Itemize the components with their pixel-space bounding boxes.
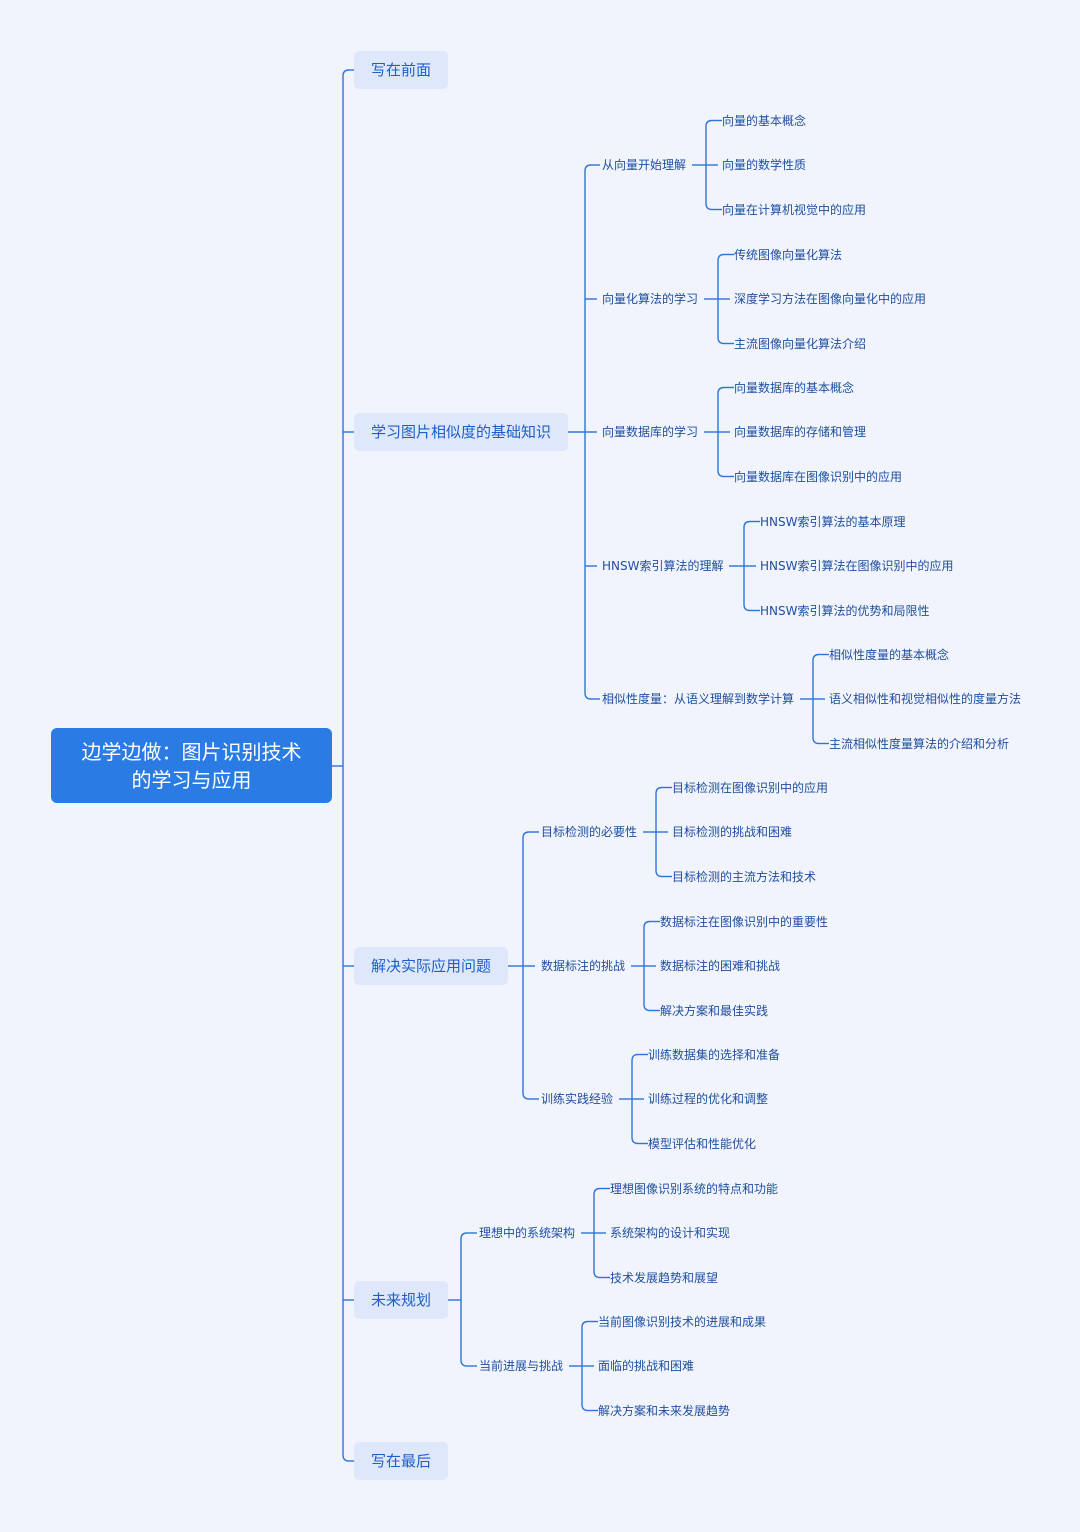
subtopic-2-2[interactable]: 向量化算法的学习 bbox=[602, 292, 699, 306]
subtopic-4-1[interactable]: 理想中的系统架构 bbox=[479, 1226, 576, 1240]
leaf-2-5-1[interactable]: 相似性度量的基本概念 bbox=[829, 647, 950, 662]
leaf-4-2-1[interactable]: 当前图像识别技术的进展和成果 bbox=[598, 1314, 767, 1329]
leaf-2-2-1[interactable]: 传统图像向量化算法 bbox=[734, 247, 843, 262]
leaf-2-2-3[interactable]: 主流图像向量化算法介绍 bbox=[734, 336, 867, 351]
leaf-2-1-2[interactable]: 向量的数学性质 bbox=[722, 158, 807, 172]
subtopic-2-3[interactable]: 向量数据库的学习 bbox=[602, 425, 699, 439]
leaf-2-1-1[interactable]: 向量的基本概念 bbox=[722, 113, 807, 128]
leaf-2-4-1[interactable]: HNSW索引算法的基本原理 bbox=[760, 514, 906, 529]
leaf-2-3-2[interactable]: 向量数据库的存储和管理 bbox=[734, 425, 867, 439]
root-topic[interactable]: 边学边做：图片识别技术 的学习与应用 bbox=[51, 728, 332, 803]
leaf-2-3-1[interactable]: 向量数据库的基本概念 bbox=[734, 380, 855, 395]
leaf-2-5-3[interactable]: 主流相似性度量算法的介绍和分析 bbox=[829, 736, 1010, 751]
leaf-4-2-3[interactable]: 解决方案和未来发展趋势 bbox=[598, 1403, 731, 1418]
leaf-3-1-3[interactable]: 目标检测的主流方法和技术 bbox=[672, 869, 817, 884]
root-title-line-2: 的学习与应用 bbox=[131, 767, 252, 792]
topic-1[interactable]: 写在前面 bbox=[354, 51, 449, 89]
leaf-3-2-1[interactable]: 数据标注在图像识别中的重要性 bbox=[660, 914, 829, 929]
leaf-3-3-2[interactable]: 训练过程的优化和调整 bbox=[648, 1092, 769, 1106]
leaf-2-2-2[interactable]: 深度学习方法在图像向量化中的应用 bbox=[734, 292, 927, 306]
leaf-3-1-1[interactable]: 目标检测在图像识别中的应用 bbox=[672, 780, 829, 795]
subtopic-3-3[interactable]: 训练实践经验 bbox=[541, 1092, 614, 1106]
subtopic-4-2[interactable]: 当前进展与挑战 bbox=[479, 1359, 564, 1373]
leaf-4-1-1[interactable]: 理想图像识别系统的特点和功能 bbox=[610, 1181, 779, 1196]
leaf-2-4-3[interactable]: HNSW索引算法的优势和局限性 bbox=[760, 603, 930, 618]
leaf-2-5-2[interactable]: 语义相似性和视觉相似性的度量方法 bbox=[829, 692, 1022, 706]
subtopic-3-1[interactable]: 目标检测的必要性 bbox=[541, 825, 638, 839]
leaf-3-3-1[interactable]: 训练数据集的选择和准备 bbox=[648, 1047, 781, 1062]
topic-3[interactable]: 解决实际应用问题 bbox=[354, 947, 509, 985]
leaf-2-4-2[interactable]: HNSW索引算法在图像识别中的应用 bbox=[760, 559, 954, 573]
leaf-4-1-3[interactable]: 技术发展趋势和展望 bbox=[610, 1270, 719, 1285]
root-title-line-1: 边学边做：图片识别技术 bbox=[81, 739, 302, 764]
leaf-4-2-2[interactable]: 面临的挑战和困难 bbox=[598, 1359, 695, 1373]
topic-2[interactable]: 学习图片相似度的基础知识 bbox=[354, 413, 569, 451]
subtopic-2-1[interactable]: 从向量开始理解 bbox=[602, 158, 687, 172]
leaf-3-2-3[interactable]: 解决方案和最佳实践 bbox=[660, 1003, 769, 1018]
subtopic-3-2[interactable]: 数据标注的挑战 bbox=[541, 959, 626, 973]
subtopic-2-4[interactable]: HNSW索引算法的理解 bbox=[602, 559, 724, 573]
topic-5[interactable]: 写在最后 bbox=[354, 1442, 449, 1480]
leaf-3-3-3[interactable]: 模型评估和性能优化 bbox=[648, 1136, 757, 1151]
leaf-2-1-3[interactable]: 向量在计算机视觉中的应用 bbox=[722, 202, 867, 217]
topic-4[interactable]: 未来规划 bbox=[354, 1281, 449, 1319]
subtopic-2-5[interactable]: 相似性度量：从语义理解到数学计算 bbox=[602, 692, 795, 706]
leaf-2-3-3[interactable]: 向量数据库在图像识别中的应用 bbox=[734, 469, 903, 484]
leaf-3-1-2[interactable]: 目标检测的挑战和困难 bbox=[672, 825, 793, 839]
leaf-3-2-2[interactable]: 数据标注的困难和挑战 bbox=[660, 959, 781, 973]
leaf-4-1-2[interactable]: 系统架构的设计和实现 bbox=[610, 1226, 731, 1240]
